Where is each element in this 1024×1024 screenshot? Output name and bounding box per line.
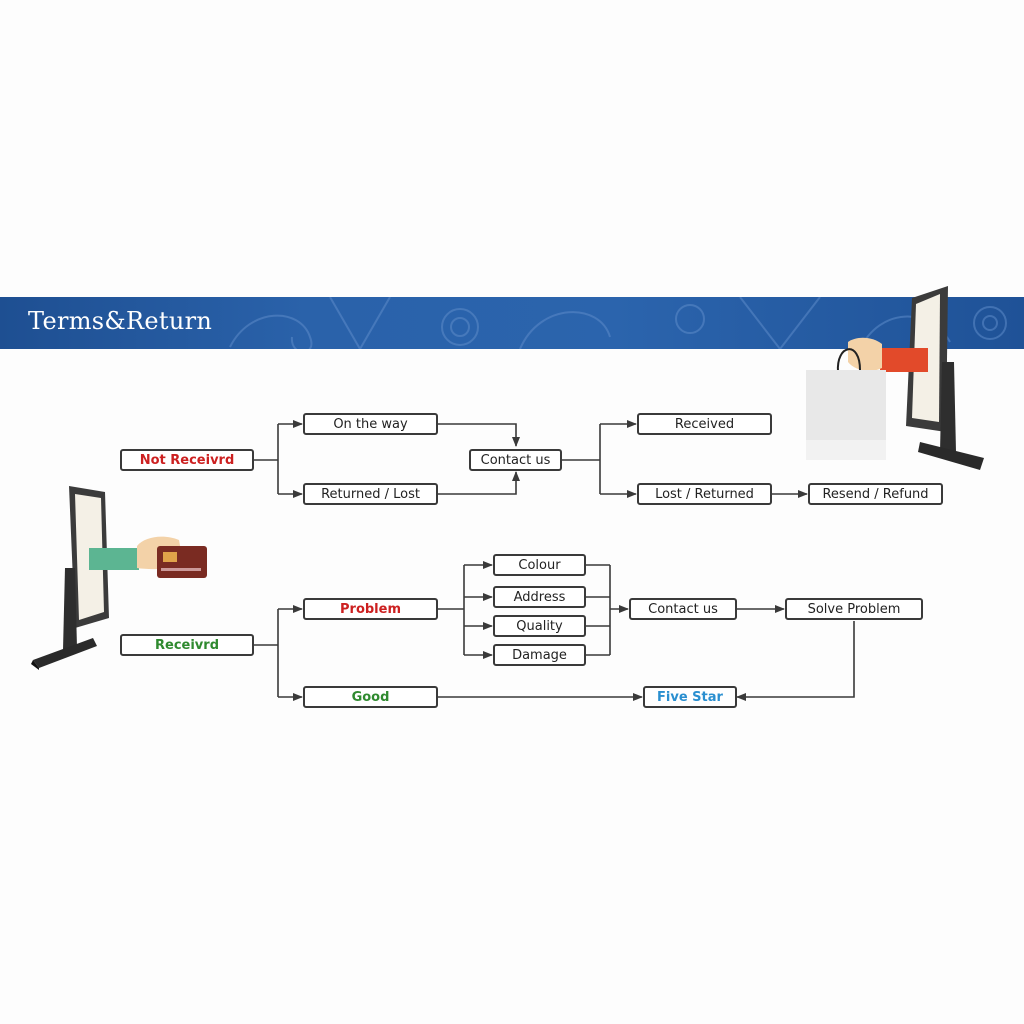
banner-pattern: [229, 297, 1007, 349]
returned-lost-box: Returned / Lost: [303, 483, 438, 505]
hand-icon: [848, 337, 928, 372]
quality-box: Quality: [493, 615, 586, 637]
received-bottom-box: Receivrd: [120, 634, 254, 656]
resend-refund-box: Resend / Refund: [808, 483, 943, 505]
banner-title: Terms&Return: [28, 307, 213, 335]
on-the-way-box: On the way: [303, 413, 438, 435]
contact-us-top-box: Contact us: [469, 449, 562, 471]
problem-box: Problem: [303, 598, 438, 620]
address-box: Address: [493, 586, 586, 608]
lost-returned-box: Lost / Returned: [637, 483, 772, 505]
good-box: Good: [303, 686, 438, 708]
received-box: Received: [637, 413, 772, 435]
colour-box: Colour: [493, 554, 586, 576]
left-illustration: [31, 486, 207, 670]
credit-card-icon: [157, 546, 207, 578]
contact-us-bottom-box: Contact us: [629, 598, 737, 620]
shopping-bag-icon: [806, 348, 886, 460]
monitor-icon: [906, 286, 984, 470]
monitor-icon: [31, 486, 109, 670]
solve-problem-box: Solve Problem: [785, 598, 923, 620]
right-illustration: [806, 286, 984, 470]
banner: Terms&Return: [0, 297, 1024, 349]
not-received-box: Not Receivrd: [120, 449, 254, 471]
five-star-box: Five Star: [643, 686, 737, 708]
damage-box: Damage: [493, 644, 586, 666]
